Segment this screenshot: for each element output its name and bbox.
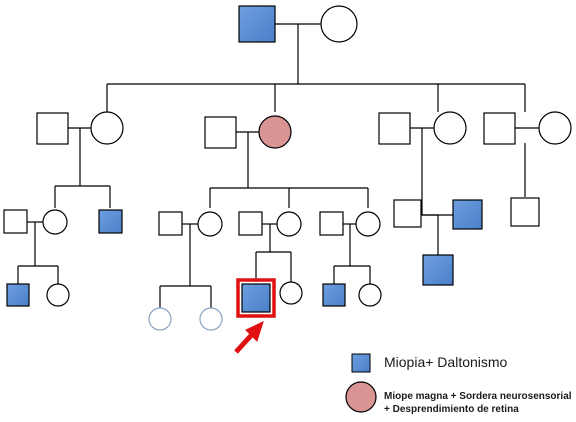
gen2-daughter-1: [90, 111, 124, 145]
gen3-wife-b: [197, 211, 223, 237]
gen3-son-g: [510, 197, 540, 227]
legend-label-miopia-daltonismo: Miopia+ Daltonismo: [384, 354, 508, 370]
gen4-daughter-b1: [148, 307, 172, 331]
gen3-male-f-affected: [452, 199, 483, 230]
gen1-mother: [320, 5, 358, 43]
gen3-wife-c: [276, 211, 302, 237]
legend-label-miope-magna: Miope magna + Sordera neurosensorial + D…: [384, 390, 572, 416]
gen3-wife-a: [42, 209, 68, 235]
gen3-husband-a: [3, 209, 28, 234]
pedigree-lines: [17, 23, 539, 308]
legend-label-miope-magna-line1: Miope magna + Sordera neurosensorial: [384, 391, 572, 402]
gen3-wife-d: [355, 211, 381, 237]
gen2-husband-2: [204, 116, 237, 149]
proband-arrow: [234, 321, 264, 354]
gen4-son-affected-a: [6, 283, 30, 307]
gen4-daughter-d: [358, 283, 382, 307]
gen4-daughter-c: [279, 281, 303, 305]
legend-pink-circle: [345, 381, 377, 413]
gen3-husband-b: [158, 211, 183, 236]
proband-highlight-frame: [236, 278, 276, 318]
gen1-father-affected: [238, 5, 276, 43]
legend-label-miope-magna-line2: + Desprendimiento de retina: [384, 404, 519, 415]
gen2-husband-1: [36, 112, 69, 145]
gen2-daughter-2-affected: [258, 115, 292, 149]
gen2-daughter-3: [433, 111, 467, 145]
gen4-daughter-b2: [199, 307, 223, 331]
gen4-daughter-a: [46, 283, 70, 307]
gen3-son-affected: [98, 209, 123, 234]
gen2-son-4: [483, 112, 516, 145]
gen3-husband-d: [319, 211, 344, 236]
gen2-husband-3: [378, 112, 411, 145]
gen4-son-affected-d: [322, 283, 346, 307]
legend-blue-square: [351, 353, 371, 373]
gen2-wife-4: [538, 111, 572, 145]
gen4-proband-affected: [241, 283, 271, 313]
gen3-male-e: [393, 199, 422, 228]
gen3-son-h-affected: [422, 254, 454, 286]
gen3-husband-c: [238, 211, 263, 236]
